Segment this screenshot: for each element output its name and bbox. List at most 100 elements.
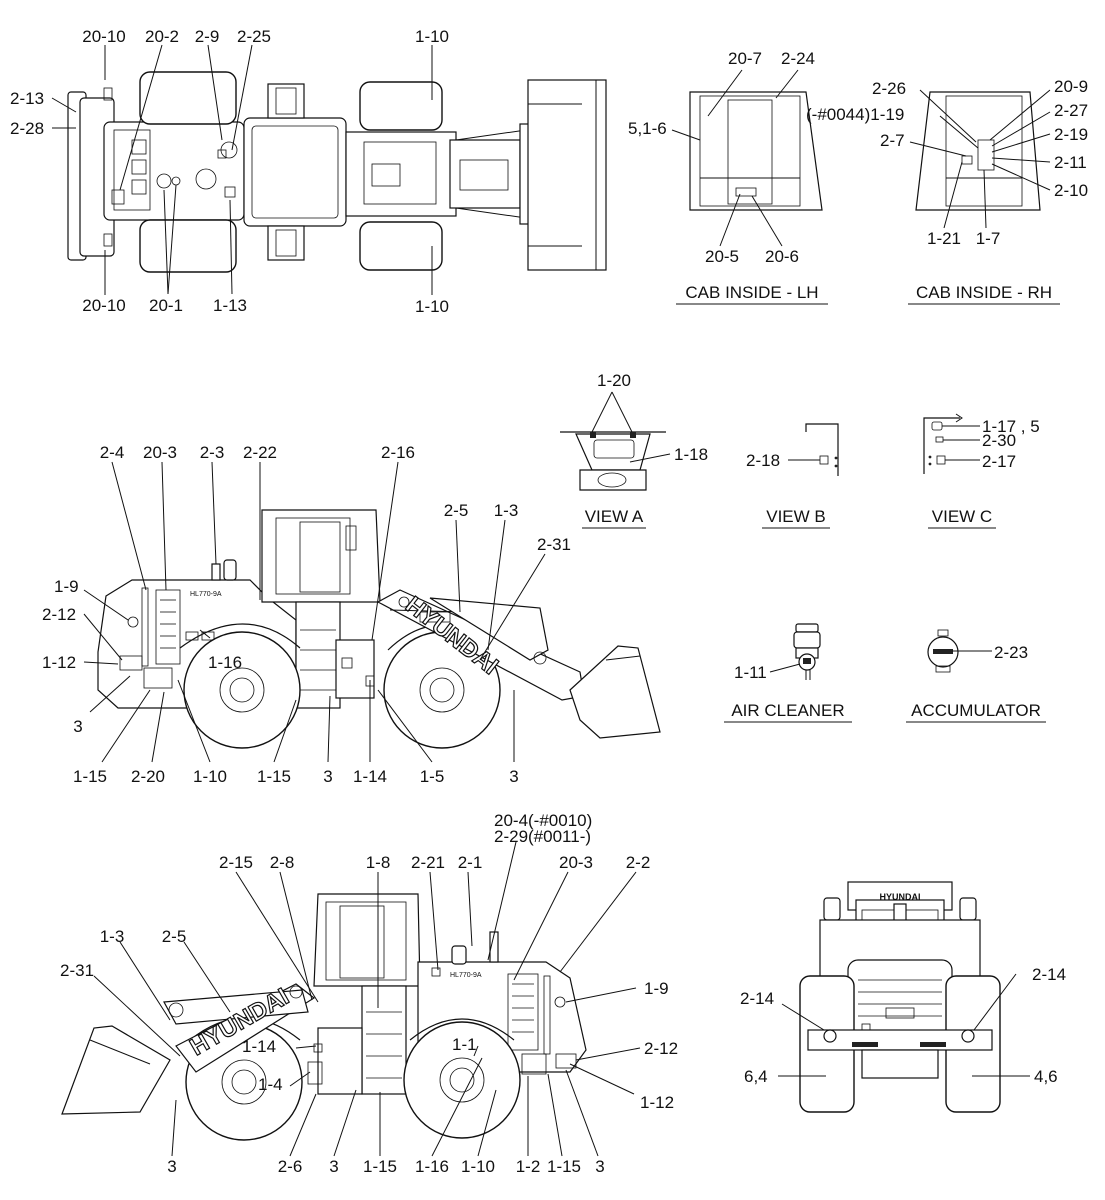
left-label-1: 2-4: [100, 443, 125, 462]
view-b-drawing: [805, 423, 839, 476]
view-b-labels: 2-18 VIEW B: [746, 451, 830, 529]
air-cleaner-leaders: [769, 663, 801, 673]
left-side-view-drawing: HYUNDAI HL770-9A: [97, 509, 661, 749]
left-label-15: 2-20: [131, 767, 165, 786]
view-a-title: VIEW A: [585, 507, 644, 526]
view-c-label-2: 2-30: [982, 431, 1016, 450]
left-label-11: 1-12: [42, 653, 76, 672]
top-label-4: 2-25: [237, 27, 271, 46]
top-label-10: 1-13: [213, 296, 247, 315]
cab-rh-label-7: 2-11: [1054, 153, 1087, 172]
right-model-plate: HL770-9A: [450, 972, 482, 979]
right-label-4: 2-8: [270, 853, 295, 872]
rear-view-leaders: [778, 973, 1030, 1077]
cab-lh-label-2: 2-24: [781, 49, 815, 68]
right-label-18: 1-12: [640, 1093, 674, 1112]
right-label-13: 1-9: [644, 979, 669, 998]
view-b-title: VIEW B: [766, 507, 826, 526]
right-label-25: 1-2: [516, 1157, 541, 1176]
cab-rh-label-1: 2-26: [872, 79, 906, 98]
left-label-4: 2-22: [243, 443, 277, 462]
left-label-3: 2-3: [200, 443, 225, 462]
top-label-9: 20-1: [149, 296, 183, 315]
right-label-15: 1-1: [452, 1035, 477, 1054]
right-view-leaders: [93, 841, 641, 1157]
right-label-17: 1-4: [258, 1075, 283, 1094]
left-view-leaders: [83, 461, 546, 763]
left-label-12: 1-16: [208, 653, 242, 672]
right-label-14: 1-14: [242, 1037, 276, 1056]
cab-rh-label-8: 2-10: [1054, 181, 1088, 200]
left-label-21: 3: [509, 767, 518, 786]
left-label-19: 1-14: [353, 767, 387, 786]
air-cleaner-label-1: 1-11: [734, 663, 767, 682]
air-cleaner-title: AIR CLEANER: [731, 701, 844, 720]
rear-brand: HYUNDAI: [879, 892, 920, 902]
accumulator-label-1: 2-23: [994, 643, 1028, 662]
right-label-7: 2-1: [458, 853, 483, 872]
accumulator-title: ACCUMULATOR: [911, 701, 1041, 720]
right-label-12: 2-31: [60, 961, 94, 980]
rear-label-1: 2-14: [740, 989, 774, 1008]
view-b-label-1: 2-18: [746, 451, 780, 470]
right-label-16: 2-12: [644, 1039, 678, 1058]
right-label-27: 3: [595, 1157, 604, 1176]
left-label-20: 1-5: [420, 767, 445, 786]
top-label-3: 2-9: [195, 27, 220, 46]
right-label-26: 1-15: [547, 1157, 581, 1176]
cab-inside-rh-drawing: [915, 91, 1041, 211]
cab-inside-rh-title: CAB INSIDE - RH: [916, 283, 1052, 302]
cab-rh-labels: 2-26 20-9 (-#0044)1-19 2-27 2-19 2-7 2-1…: [806, 77, 1088, 305]
right-label-9: 2-2: [626, 853, 651, 872]
right-label-21: 3: [329, 1157, 338, 1176]
left-label-5: 2-16: [381, 443, 415, 462]
cab-rh-label-5: 2-19: [1054, 125, 1088, 144]
top-label-1: 20-10: [82, 27, 125, 46]
left-view-labels: 2-4 20-3 2-3 2-22 2-16 2-5 1-3 2-31 1-9 …: [42, 443, 571, 786]
rear-view-drawing: HYUNDAI: [799, 881, 1001, 1113]
right-side-view-drawing: HYUNDAI HL770-9A: [61, 893, 587, 1141]
right-label-22: 1-15: [363, 1157, 397, 1176]
right-label-5: 1-8: [366, 853, 391, 872]
view-a-label-1: 1-20: [597, 371, 631, 390]
right-label-1: 20-4(-#0010): [494, 811, 592, 830]
cab-rh-label-2: 20-9: [1054, 77, 1088, 96]
right-label-2: 2-29(#0011-): [494, 827, 591, 846]
cab-lh-label-1: 20-7: [728, 49, 762, 68]
view-c-drawing: [923, 413, 963, 474]
right-label-20: 2-6: [278, 1157, 303, 1176]
top-view-leaders: [51, 44, 433, 295]
cab-rh-label-9: 1-21: [927, 229, 961, 248]
cab-rh-label-4: 2-27: [1054, 101, 1088, 120]
top-label-8: 20-10: [82, 296, 125, 315]
left-label-13: 3: [73, 717, 82, 736]
cab-lh-label-4: 20-5: [705, 247, 739, 266]
view-a-label-2: 1-18: [674, 445, 708, 464]
rear-label-3: 6,4: [744, 1067, 768, 1086]
right-label-24: 1-10: [461, 1157, 495, 1176]
rear-label-4: 4,6: [1034, 1067, 1058, 1086]
cab-lh-leaders: [671, 69, 799, 247]
top-label-6: 2-13: [10, 89, 44, 108]
left-label-9: 1-9: [54, 577, 79, 596]
top-label-11: 1-10: [415, 297, 449, 316]
accumulator-drawing: [927, 629, 959, 673]
accumulator-labels: 2-23 ACCUMULATOR: [906, 643, 1046, 723]
right-label-23: 1-16: [415, 1157, 449, 1176]
rear-view-labels: 2-14 2-14 6,4 4,6: [740, 965, 1066, 1086]
cab-rh-label-6: 2-7: [880, 131, 905, 150]
view-c-label-3: 2-17: [982, 452, 1016, 471]
cab-rh-leaders: [909, 89, 1051, 229]
view-c-title: VIEW C: [932, 507, 992, 526]
top-view-labels: 20-10 20-2 2-9 2-25 1-10 2-13 2-28 20-10…: [10, 27, 449, 316]
left-label-16: 1-10: [193, 767, 227, 786]
cab-inside-lh-title: CAB INSIDE - LH: [685, 283, 818, 302]
air-cleaner-labels: 1-11 AIR CLEANER: [724, 663, 852, 723]
left-label-10: 2-12: [42, 605, 76, 624]
top-label-5: 1-10: [415, 27, 449, 46]
view-a-labels: 1-20 1-18 VIEW A: [582, 371, 708, 529]
view-a-leaders: [591, 391, 671, 463]
view-c-labels: 1-17 , 5 2-30 2-17 VIEW C: [928, 417, 1040, 529]
view-c-leaders: [942, 425, 980, 461]
